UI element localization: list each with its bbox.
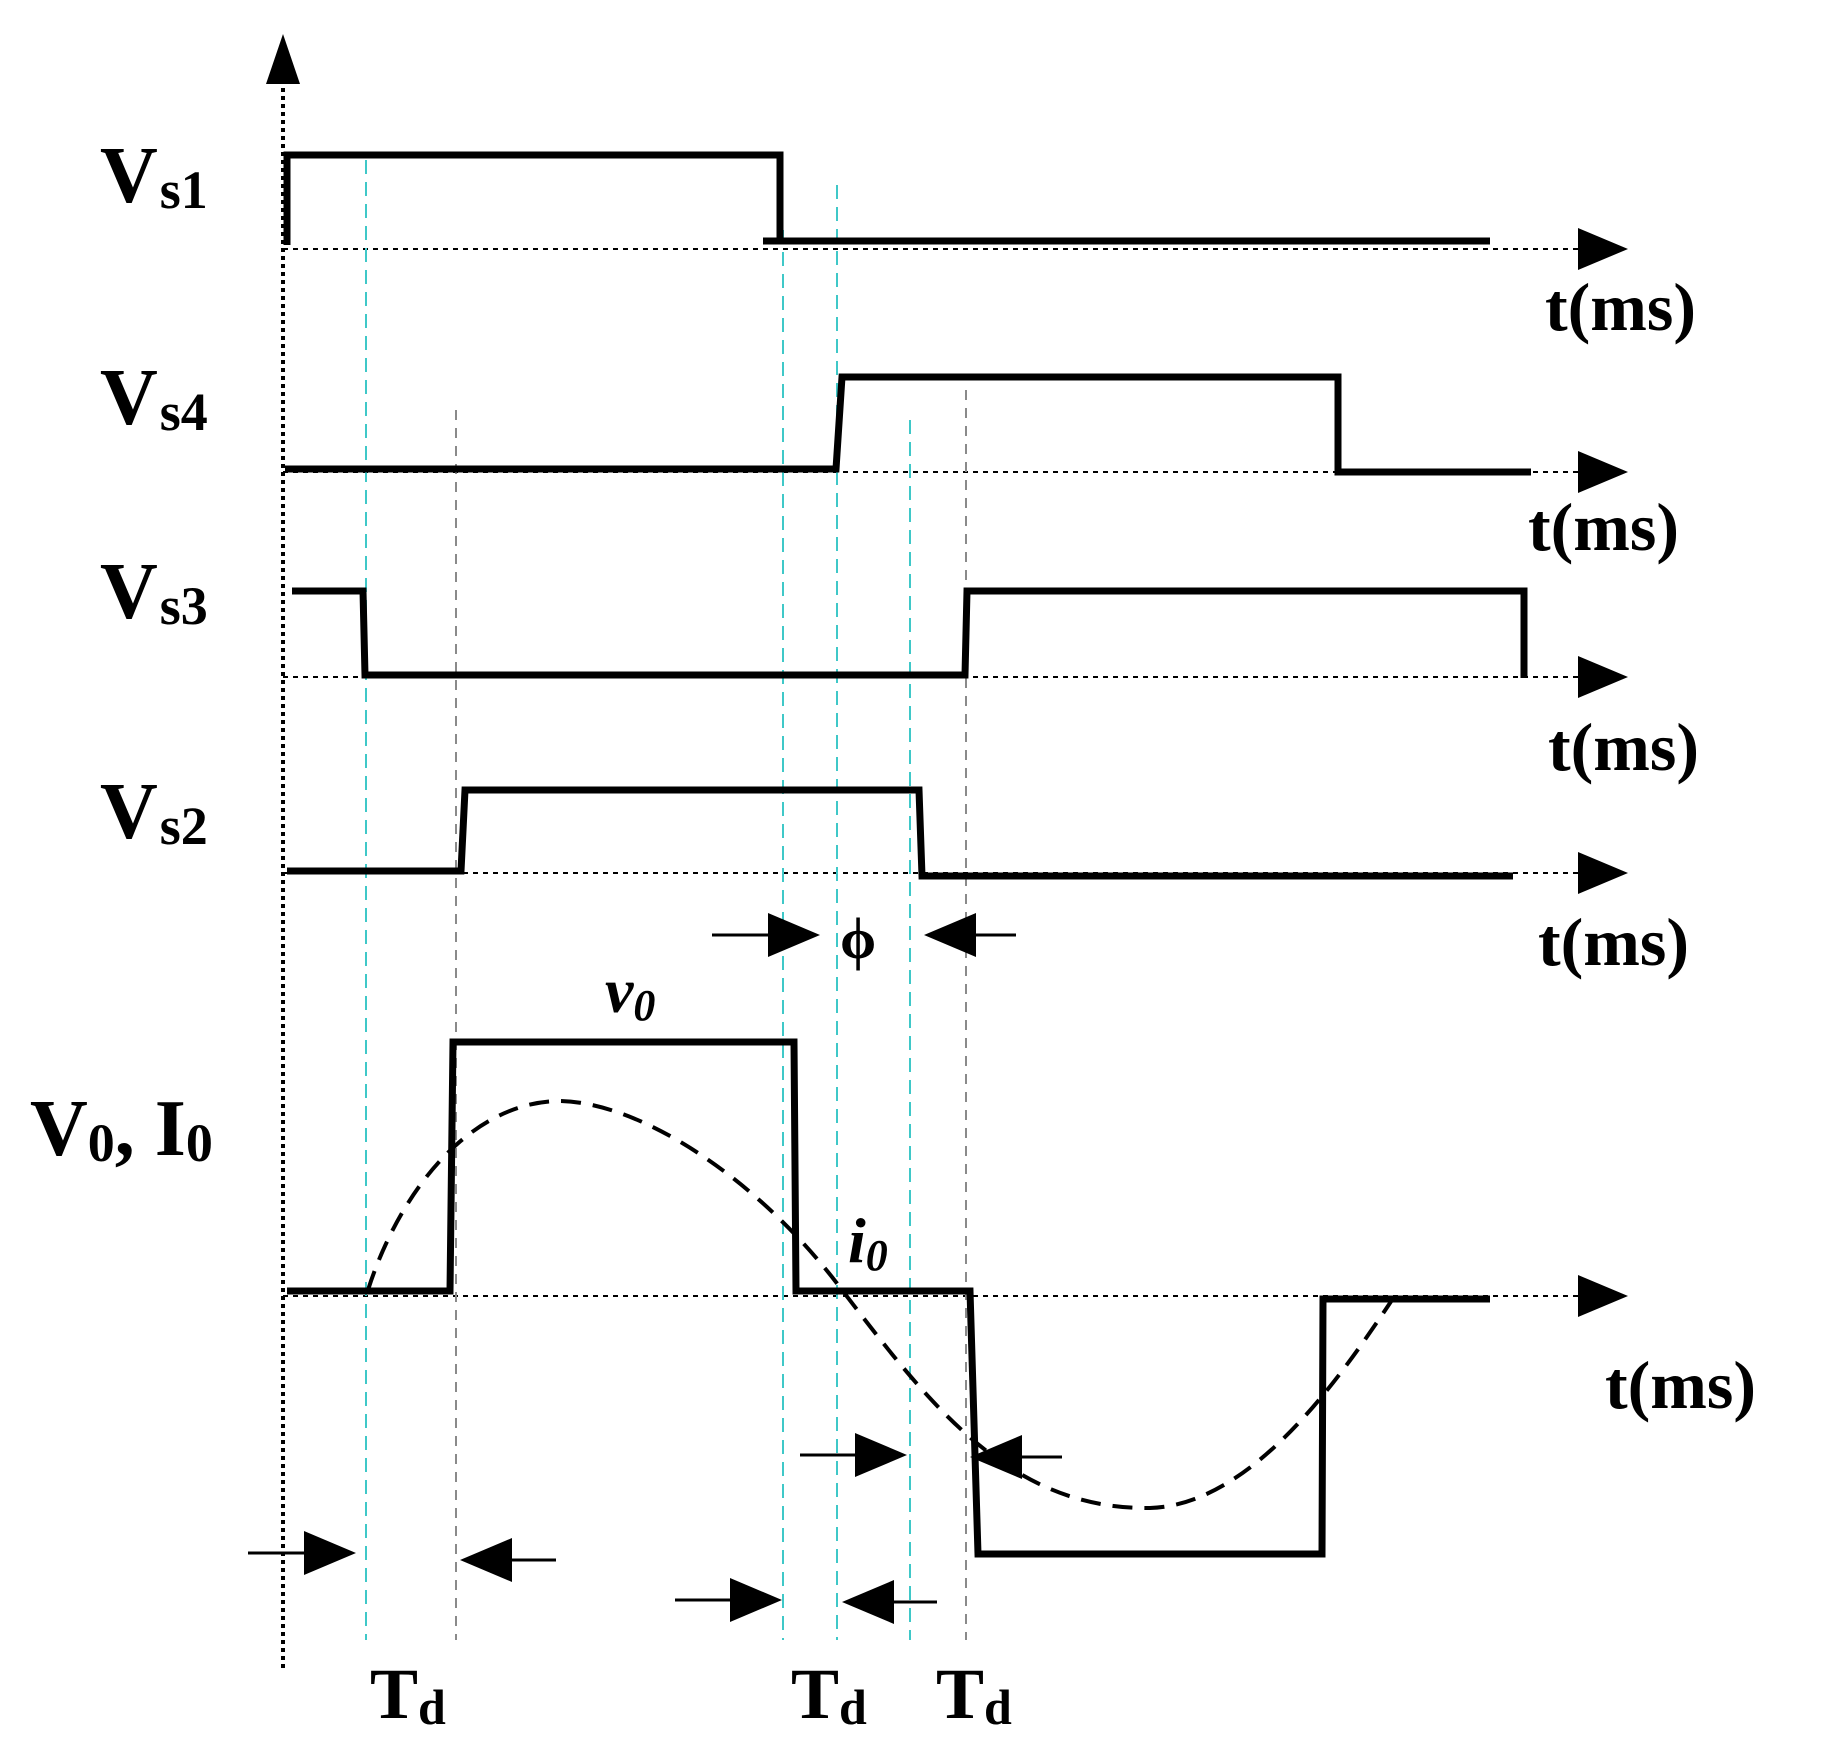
label-vs2: Vs2: [100, 768, 208, 856]
i0-waveform: [366, 1098, 1394, 1511]
axis-unit-label-vs3: t(ms): [1548, 709, 1699, 785]
axis-vs4: [283, 451, 1628, 493]
td-marker-first: [248, 1531, 556, 1582]
label-v0: v0: [605, 955, 655, 1030]
vs3-waveform: [292, 587, 1528, 679]
axis-output: [283, 1275, 1628, 1317]
vs2-waveform: [287, 786, 1513, 880]
vs4-waveform: [285, 373, 1531, 476]
td-marker-third: [800, 1433, 1062, 1479]
label-output: V0, I0: [30, 1085, 213, 1173]
axis-unit-label-vs1: t(ms): [1545, 269, 1696, 345]
label-i0: i0: [848, 1205, 888, 1280]
label-phi: ϕ: [840, 906, 876, 971]
axis-unit-label-vs4: t(ms): [1528, 489, 1679, 565]
label-vs3: Vs3: [100, 548, 208, 636]
td-marker-second: [675, 1578, 937, 1624]
phi-marker: [712, 913, 1016, 957]
v0-waveform: [287, 1038, 1490, 1558]
vs1-waveform: [283, 151, 1490, 245]
label-vs1: Vs1: [100, 132, 208, 220]
label-td: Td: [791, 1654, 867, 1735]
label-td: Td: [936, 1654, 1012, 1735]
axis-unit-label-vs2: t(ms): [1538, 904, 1689, 980]
axis-vs1: [283, 228, 1628, 270]
axis-unit-label-output: t(ms): [1605, 1347, 1756, 1423]
label-vs4: Vs4: [100, 354, 208, 442]
vertical-axis-arrowhead: [266, 34, 300, 84]
label-td: Td: [370, 1654, 446, 1735]
